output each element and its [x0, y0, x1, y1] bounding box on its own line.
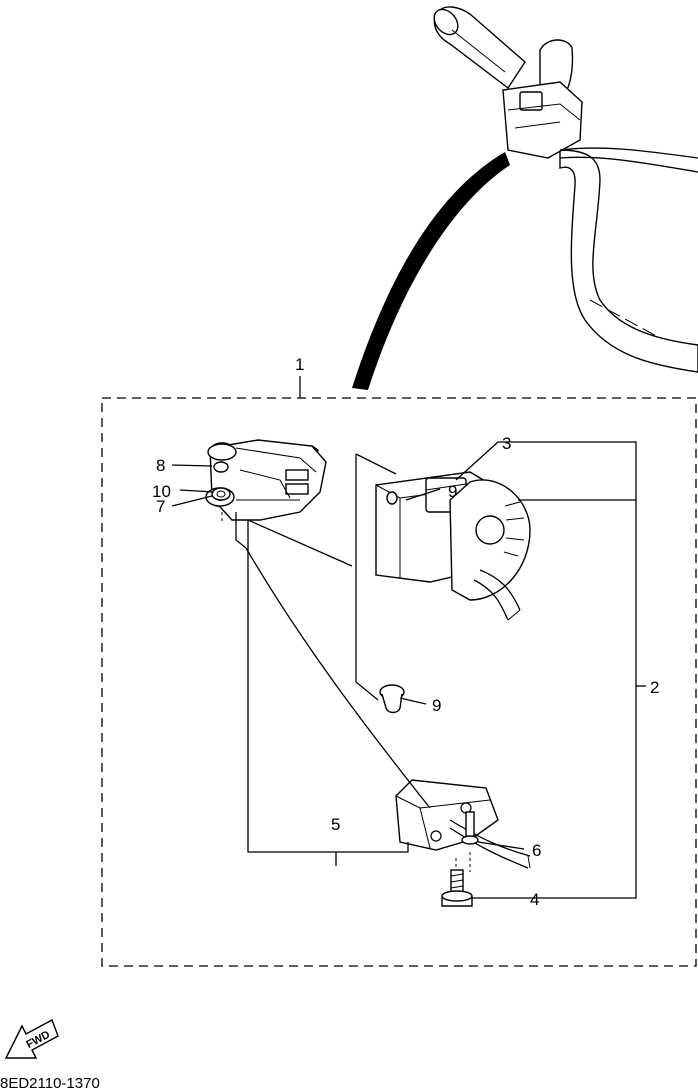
part-8-washer [213, 461, 229, 473]
callout-9-upper: 9 [448, 482, 457, 501]
callout-8: 8 [156, 456, 165, 475]
fwd-arrow-icon: FWD [4, 1019, 59, 1059]
callout-9-lower: 9 [432, 696, 441, 715]
catalog-code: 8ED2110-1370 [0, 1075, 100, 1092]
callout-1: 1 [295, 355, 304, 374]
assembly-boundary-box [101, 397, 697, 967]
callout-6: 6 [532, 841, 541, 860]
part-7-circlip [211, 487, 231, 501]
callout-4: 4 [530, 890, 539, 909]
part-6-screw [461, 811, 479, 872]
callout-7: 7 [156, 497, 165, 516]
handlebar-tube [559, 149, 698, 373]
handlebar-illustration [352, 6, 698, 390]
callout-2: 2 [650, 678, 659, 697]
callout-10: 10 [152, 482, 171, 501]
callout-3: 3 [502, 434, 511, 453]
part-9-grommet-lower [379, 684, 405, 714]
callout-5: 5 [331, 815, 340, 834]
part-4-bolt [441, 869, 473, 907]
